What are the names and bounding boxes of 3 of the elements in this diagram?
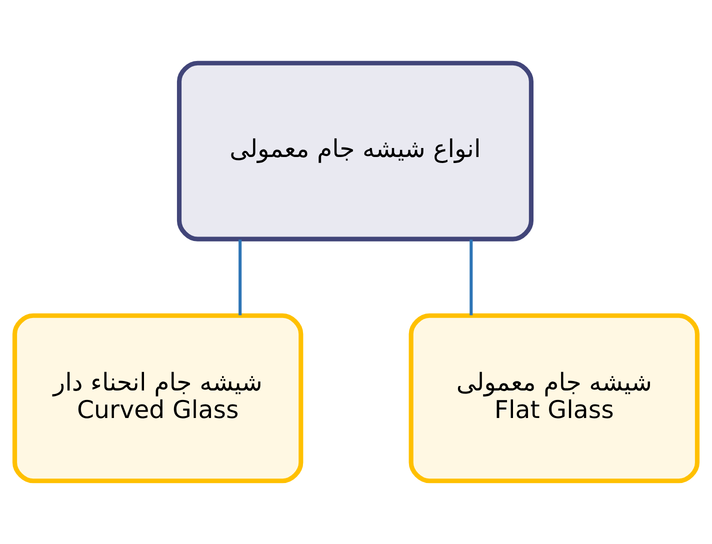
node-box: انواع شیشه جام معمولی bbox=[176, 60, 534, 242]
connector bbox=[470, 240, 473, 316]
connector bbox=[238, 240, 242, 316]
